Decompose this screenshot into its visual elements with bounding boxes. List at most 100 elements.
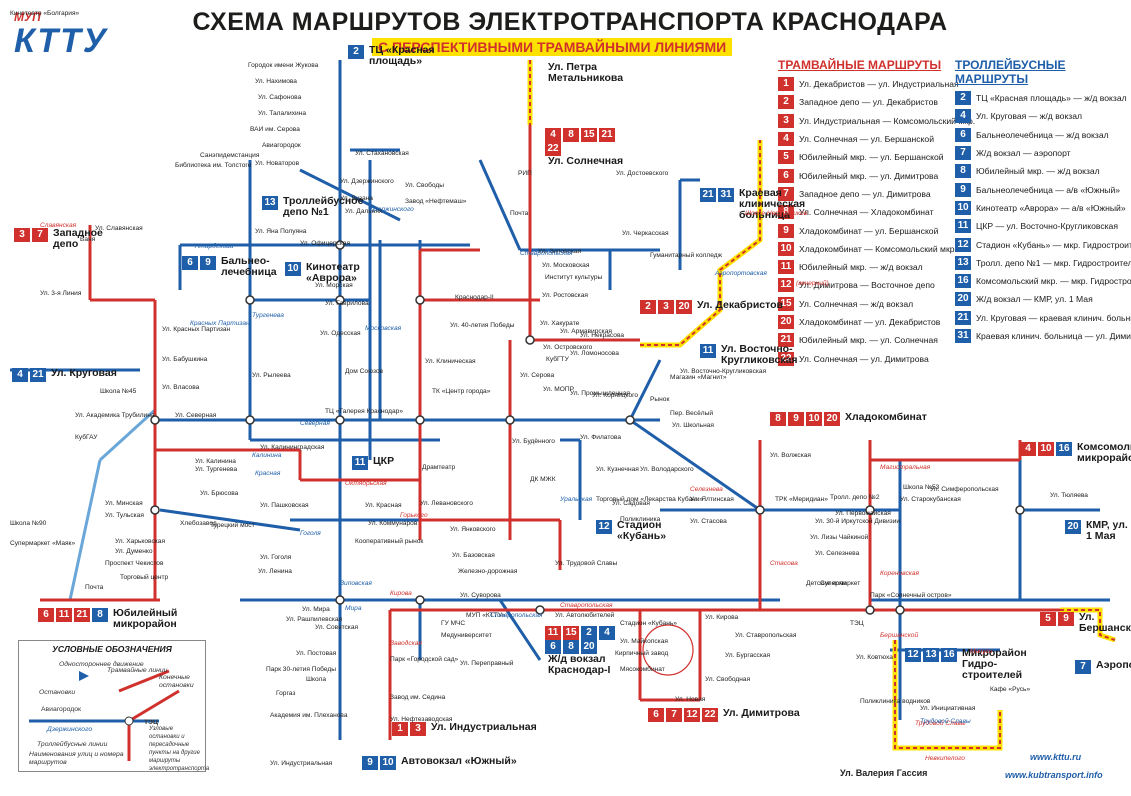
tram-route-text: Хладокомбинат — Комсомольский мкр. bbox=[799, 243, 957, 254]
terminal-route-numbers: 11 bbox=[700, 344, 718, 358]
stop-label: Почта bbox=[510, 210, 529, 217]
stop-label: Ул. 3-я Линия bbox=[40, 290, 82, 297]
tram-street-label: Трудовой Славы bbox=[915, 720, 966, 727]
stop-label: Ул. Харьковская bbox=[115, 538, 166, 545]
terminal-route-badge: 21 bbox=[30, 368, 46, 382]
trolley-street-label: Мира bbox=[345, 605, 362, 612]
stop-label: Ул. Морская bbox=[315, 282, 353, 289]
stop-label: Ул. Стахановская bbox=[355, 150, 409, 157]
tram-route-text: Ул. Декабристов — ул. Индустриальная bbox=[799, 79, 959, 90]
stop-label: Ул. Минская bbox=[105, 500, 143, 507]
tram-route-number: 11 bbox=[778, 260, 794, 275]
trolley-route-number: 4 bbox=[955, 109, 971, 124]
terminal-route-badge: 21 bbox=[700, 188, 716, 202]
stop-label: Парк 30-летия Победы bbox=[266, 666, 336, 673]
terminal-route-badge: 13 bbox=[262, 196, 278, 210]
terminal-name: Автовокзал «Южный» bbox=[401, 755, 517, 767]
stop-label: Ул. Серова bbox=[520, 372, 555, 379]
terminal-route-numbers: 20 bbox=[1065, 520, 1083, 534]
terminal-komsomolskiy: 41016Комсомольский микрорайон bbox=[1020, 442, 1131, 464]
url-kubtransport[interactable]: www.kubtransport.info bbox=[1005, 770, 1103, 780]
stop-label: Ул. Садовая bbox=[612, 500, 650, 507]
stop-label: Ул. Калинина bbox=[195, 458, 236, 465]
terminal-route-badge: 12 bbox=[684, 708, 700, 722]
url-kttu[interactable]: www.kttu.ru bbox=[1030, 752, 1082, 762]
trolley-street-label: Гоголя bbox=[300, 530, 321, 537]
terminal-route-badge: 10 bbox=[1038, 442, 1054, 456]
stop-label: Ул. Постовая bbox=[296, 650, 337, 657]
page-subtitle: С ПЕРСПЕКТИВНЫМИ ТРАМВАЙНЫМИ ЛИНИЯМИ bbox=[372, 38, 733, 56]
stop-label: Ул. Лизы Чайкиной bbox=[810, 534, 869, 541]
trolley-route-number: 10 bbox=[955, 200, 971, 215]
tram-street-label: Стасова bbox=[770, 560, 798, 567]
tram-street-label: Октябрьская bbox=[345, 480, 387, 487]
terminal-route-badge: 6 bbox=[182, 256, 198, 270]
terminal-route-badge: 12 bbox=[596, 520, 612, 534]
stop-label: Ул. Промышленная bbox=[570, 390, 630, 397]
stop-label: Медуниверситет bbox=[441, 632, 492, 639]
stop-label: Кирпичный завод bbox=[615, 650, 669, 657]
stop-label: Ул. Переправный bbox=[460, 660, 514, 667]
terminal-route-badge: 3 bbox=[410, 722, 426, 736]
tram-street-label: Кирова bbox=[390, 590, 412, 597]
stop-label: ТЭЦ bbox=[850, 620, 864, 627]
stop-label: Институт культуры bbox=[545, 274, 603, 281]
stop-label: Ул. Володарского bbox=[640, 466, 694, 473]
trolley-route-text: Ул. Круговая — краевая клинич. больница bbox=[976, 312, 1131, 323]
stop-label: КубГАУ bbox=[75, 434, 98, 441]
terminal-route-badge: 1 bbox=[392, 722, 408, 736]
stop-label: Гуманитарный колледж bbox=[650, 252, 723, 259]
trolley-route-number: 11 bbox=[955, 219, 971, 234]
tram-route-number: 3 bbox=[778, 113, 794, 128]
stop-label: Ул. Московская bbox=[542, 262, 590, 269]
stop-label: Ул. МОПР bbox=[543, 386, 575, 393]
stop-label: Ул. Будённого bbox=[512, 438, 555, 445]
terminal-name: Троллейбусное депо №1 bbox=[283, 195, 364, 218]
stop-label: Торговый дом «Лекарства Кубани» bbox=[596, 496, 704, 503]
tram-route-number: 12 bbox=[778, 278, 794, 293]
stop-label: Ул. Талалихина bbox=[258, 110, 306, 117]
trolley-street-label: Аэропортовская bbox=[715, 270, 767, 277]
terminal-name: Краевая клиническая больница bbox=[739, 187, 806, 221]
terminal-route-badge: 6 bbox=[545, 640, 561, 654]
terminal-route-badge: 12 bbox=[905, 648, 921, 662]
stop-label: Железно-дорожная bbox=[458, 568, 518, 575]
tram-route-text: Ул. Солнечная — ул. Димитрова bbox=[799, 353, 929, 364]
stop-label: Ул. Рашпилевская bbox=[286, 616, 343, 623]
stop-label: Кафе «Русь» bbox=[990, 686, 1031, 693]
stop-label: Ул. Мира bbox=[302, 606, 330, 613]
symbols-legend: УСЛОВНЫЕ ОБОЗНАЧЕНИЯ Одностороннее движе… bbox=[18, 640, 209, 772]
stop-label: Ул. Трудовой Славы bbox=[555, 560, 618, 567]
stop-label: Ул. Бургасская bbox=[725, 652, 771, 659]
stop-label: Ул. Филатова bbox=[580, 434, 622, 441]
stop-label: Ул. Тургенева bbox=[195, 466, 238, 473]
terminal-name: Ул. Декабристов bbox=[697, 299, 783, 311]
terminal-route-badge: 22 bbox=[545, 142, 561, 156]
terminal-route-badge: 11 bbox=[700, 344, 716, 358]
trolley-street-label: Калинина bbox=[252, 452, 282, 459]
terminal-name: Ж/д вокзал Краснодар-I bbox=[548, 653, 611, 676]
trolley-street-label: Красных Партизан bbox=[190, 320, 250, 327]
terminal-name: Хладокомбинат bbox=[845, 411, 927, 423]
stop-label: Ул. Базовская bbox=[452, 552, 495, 559]
trolley-route-text: Бальнеолечебница — ж/д вокзал bbox=[976, 129, 1109, 140]
